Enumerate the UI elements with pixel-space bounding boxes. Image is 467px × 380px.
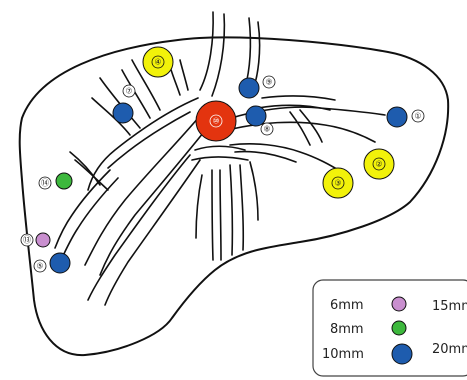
nodule-14: ⑭	[39, 173, 72, 189]
nodule-1-label: ①	[414, 112, 421, 121]
nodule-7-marker	[113, 103, 133, 123]
legend-label-15mm: 15mm	[432, 299, 467, 314]
nodule-1: ①	[387, 107, 424, 127]
nodule-3: ③	[323, 168, 353, 198]
legend-label-10mm: 10mm	[322, 347, 364, 362]
nodule-10-label: ⑩	[212, 117, 219, 126]
vessel-fl-4	[75, 160, 108, 190]
nodule-8-label: ⑧	[263, 125, 270, 134]
size-legend: 6mm 8mm 10mm 15mm 20mm	[313, 280, 467, 376]
vessel-main-left-d	[105, 160, 200, 305]
nodule-9: ⑨	[239, 76, 275, 98]
nodule-1-marker	[387, 107, 407, 127]
nodule-14-marker	[56, 173, 72, 189]
legend-swatch-8mm	[392, 321, 406, 335]
legend-label-6mm: 6mm	[330, 298, 364, 313]
vessel-hilar-1	[212, 170, 213, 260]
nodule-7-label: ⑦	[125, 87, 132, 96]
vessel-hilar-2	[220, 170, 221, 260]
vessel-ul-8	[180, 60, 188, 90]
vessel-hilar-3	[230, 165, 232, 255]
vessel-hilar-6	[250, 162, 258, 220]
nodule-7: ⑦	[113, 85, 135, 123]
vessel-r-7	[290, 112, 310, 145]
legend-label-8mm: 8mm	[330, 322, 364, 337]
nodule-14-label: ⑭	[41, 179, 49, 188]
vessel-r-6	[235, 152, 296, 162]
nodule-9-marker	[239, 78, 259, 98]
vessel-main-left-a	[85, 110, 205, 265]
vessel-hilar-4	[240, 165, 243, 250]
nodule-2-label: ②	[375, 160, 382, 169]
nodule-10: ⑩	[196, 101, 236, 141]
nodule-3-label: ③	[334, 179, 341, 188]
vessel-r-8	[300, 110, 322, 142]
nodule-2: ②	[364, 149, 394, 179]
nodule-13: ⑬	[21, 233, 50, 247]
nodule-5-marker	[50, 253, 70, 273]
nodule-9-label: ⑨	[265, 78, 272, 87]
vessel-r-3	[262, 96, 335, 100]
legend-label-20mm: 20mm	[432, 342, 467, 357]
nodule-5-label: ⑤	[36, 262, 43, 271]
nodule-8-marker	[246, 106, 266, 126]
nodule-5: ⑤	[34, 253, 70, 273]
vessel-r-2	[228, 122, 375, 142]
nodule-13-label: ⑬	[23, 236, 31, 245]
vessel-hilar-7	[195, 146, 245, 150]
legend-swatch-10mm	[392, 344, 412, 364]
legend-swatch-6mm	[392, 297, 406, 311]
hepatic-vein-left	[200, 12, 213, 90]
nodule-4-label: ④	[154, 58, 161, 67]
nodule-13-marker	[36, 233, 50, 247]
nodule-4: ④	[143, 47, 173, 77]
vessel-hilar-5	[196, 175, 202, 238]
hepatic-vein-right	[245, 18, 250, 88]
